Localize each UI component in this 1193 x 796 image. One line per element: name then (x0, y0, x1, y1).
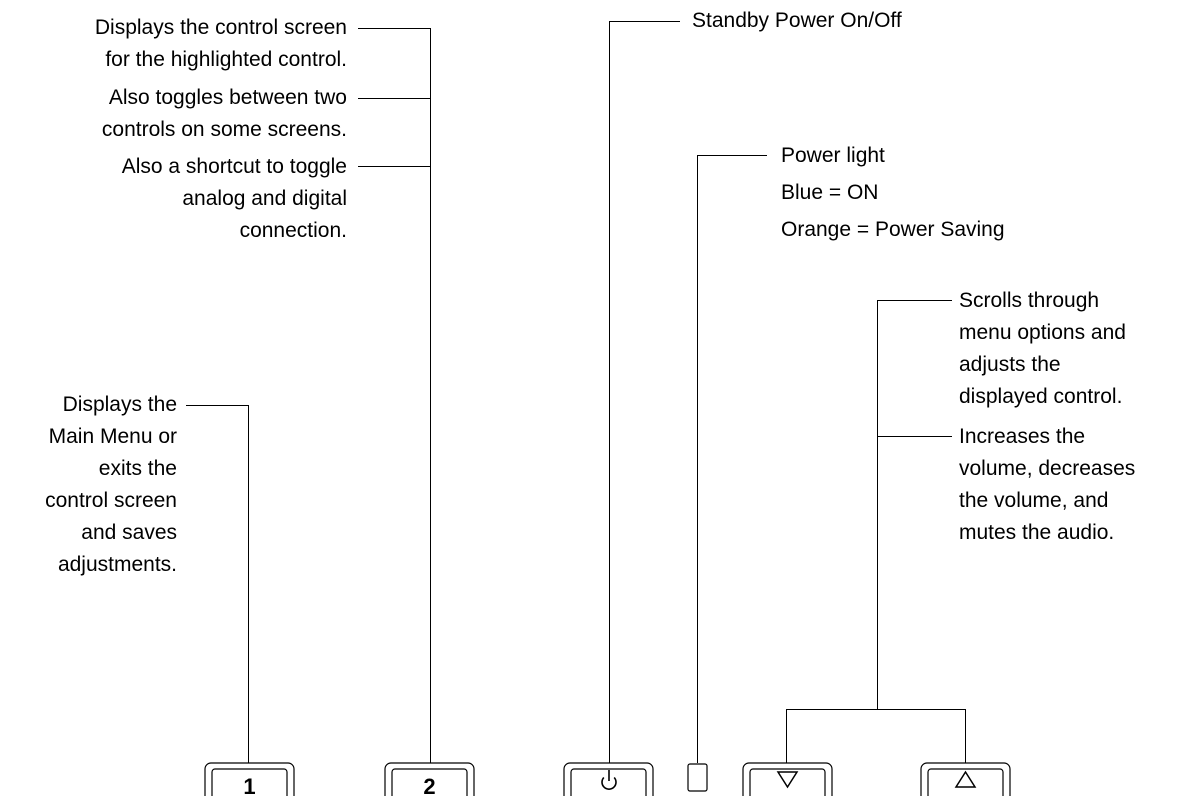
button2-callout-line1a: Displays the control screen (94, 16, 347, 39)
button2-callout-line2b: controls on some screens. (101, 118, 347, 141)
arrow-callout2-d: mutes the audio. (959, 521, 1115, 544)
power-light-callout-b: Blue = ON (781, 181, 879, 204)
button1-callout-e: and saves (81, 521, 177, 544)
arrow-callout1-d: displayed control. (959, 385, 1123, 408)
button1-callout-b: Main Menu or (48, 425, 177, 448)
button-2[interactable]: 2 (384, 762, 475, 796)
button1-callout-a: Displays the (62, 393, 177, 416)
power-light-callout-a: Power light (781, 144, 885, 167)
arrow-callout1-b: menu options and (959, 321, 1126, 344)
power-light-callout-c: Orange = Power Saving (781, 218, 1005, 241)
button2-callout-line3b: analog and digital (182, 187, 347, 210)
button1-callout-d: control screen (45, 489, 177, 512)
power-light-leader-lines (697, 155, 767, 763)
button-2-label: 2 (423, 774, 435, 796)
button2-leader-lines (358, 28, 431, 763)
button2-callout-line3c: connection. (239, 219, 347, 242)
arrow-callout2-a: Increases the (959, 425, 1086, 448)
up-triangle-icon (954, 770, 977, 788)
arrow-callout1-c: adjusts the (959, 353, 1061, 376)
button1-leader-lines (186, 405, 249, 763)
button2-callout-line2a: Also toggles between two (108, 86, 347, 109)
arrow-callout1-a: Scrolls through (959, 289, 1100, 312)
button2-callout-line1b: for the highlighted control. (105, 48, 347, 71)
power-light (687, 763, 708, 792)
up-arrow-button[interactable] (920, 762, 1011, 796)
button-1-label: 1 (243, 774, 255, 796)
arrow-buttons-leader-lines (786, 300, 966, 763)
power-button-leader-lines (609, 21, 680, 763)
down-arrow-button[interactable] (742, 762, 833, 796)
arrow-callout2-c: the volume, and (959, 489, 1109, 512)
button1-callout-c: exits the (98, 457, 177, 480)
button2-callout-line3a: Also a shortcut to toggle (121, 155, 347, 178)
button-1[interactable]: 1 (204, 762, 295, 796)
down-triangle-icon (776, 771, 799, 789)
power-button-callout: Standby Power On/Off (692, 9, 902, 32)
power-button[interactable] (563, 762, 654, 796)
button1-callout-f: adjustments. (57, 553, 177, 576)
power-icon (601, 770, 617, 790)
arrow-callout2-b: volume, decreases (959, 457, 1136, 480)
